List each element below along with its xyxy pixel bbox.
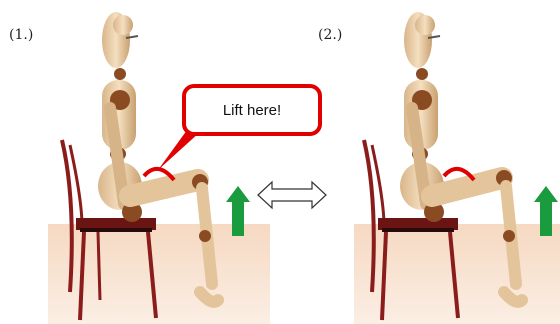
double-headed-arrow-icon <box>256 180 328 210</box>
step-label-2: (2.) <box>318 27 342 43</box>
seated-mannequin-illustration-2 <box>346 0 560 324</box>
step-label-1: (1.) <box>9 27 33 43</box>
lift-here-callout: Lift here! <box>182 84 322 136</box>
seated-mannequin-illustration-1 <box>40 0 280 324</box>
